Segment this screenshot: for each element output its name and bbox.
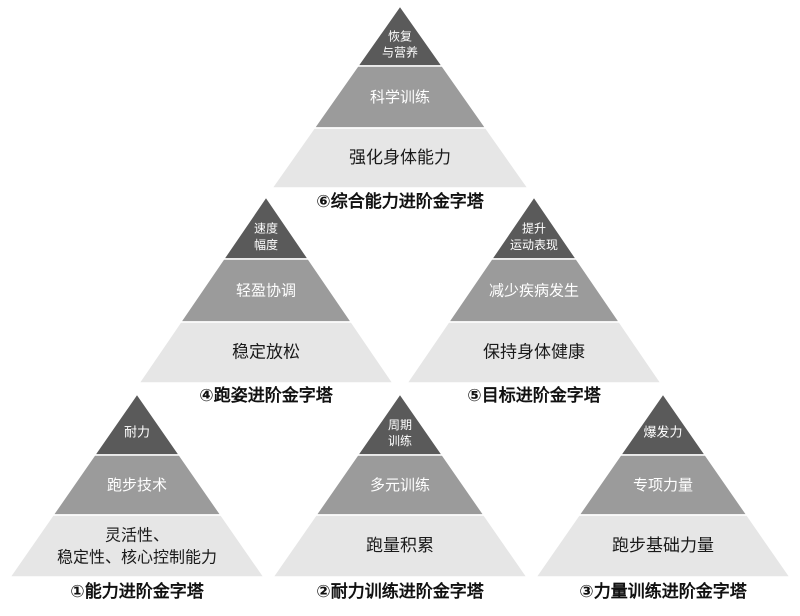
pyramid-p1-bottom-label-line: 灵活性、 <box>105 526 169 545</box>
pyramid-p4-bottom-label: 稳定放松 <box>232 343 300 363</box>
pyramid-p2-middle-label-line: 多元训练 <box>370 476 430 494</box>
pyramid-p3-bottom-tier <box>534 514 792 578</box>
pyramid-p3-bottom-label: 跑步基础力量 <box>612 536 714 556</box>
pyramid-p2-bottom-label: 跑量积累 <box>366 536 434 556</box>
pyramid-p1-top-label-line: 耐力 <box>124 426 150 441</box>
pyramid-p3-top-label: 爆发力 <box>643 425 682 441</box>
pyramid-p4-top-label-line: 幅度 <box>254 237 278 252</box>
pyramid-p1-bottom-tier <box>8 514 266 578</box>
pyramid-p4-top-label-line: 速度 <box>254 221 278 236</box>
pyramid-p5-bottom-tier <box>405 321 663 384</box>
pyramid-p6-top-label-line: 恢复 <box>388 29 412 43</box>
pyramid-p4-bottom-label-line: 稳定放松 <box>232 343 300 363</box>
pyramid-p1-middle-label-line: 跑步技术 <box>107 476 167 494</box>
pyramid-p6-caption: ⑥综合能力进阶金字塔 <box>316 192 484 212</box>
pyramid-p2-middle-label: 多元训练 <box>370 476 430 494</box>
pyramid-p2-top-label-line: 周期 <box>388 418 412 432</box>
pyramid-p5-caption: ⑤目标进阶金字塔 <box>467 386 601 406</box>
pyramid-p5-middle-label-line: 减少疾病发生 <box>489 282 579 300</box>
pyramid-p1-caption: ①能力进阶金字塔 <box>70 582 204 602</box>
pyramid-p5-middle-label: 减少疾病发生 <box>489 282 579 300</box>
pyramid-p6-middle-label: 科学训练 <box>370 88 430 106</box>
pyramid-p1-middle-label: 跑步技术 <box>107 476 167 494</box>
pyramid-p6-bottom-label-line: 强化身体能力 <box>349 148 451 168</box>
pyramid-p4-caption: ④跑姿进阶金字塔 <box>199 386 333 406</box>
pyramid-p3-top-label-line: 爆发力 <box>643 425 682 441</box>
pyramid-p2-bottom-tier <box>271 514 529 578</box>
pyramid-p6-middle-label-line: 科学训练 <box>370 88 430 106</box>
pyramid-p3-bottom-label-line: 跑步基础力量 <box>612 536 714 556</box>
pyramid-p5-bottom-label-line: 保持身体健康 <box>483 343 585 363</box>
pyramid-p5-top-label-line: 运动表现 <box>510 238 558 252</box>
pyramid-p3-middle-label-line: 专项力量 <box>633 476 693 494</box>
pyramid-p4-bottom-tier <box>137 321 395 384</box>
pyramid-p3-caption: ③力量训练进阶金字塔 <box>579 582 747 602</box>
pyramid-p1-bottom-label: 灵活性、稳定性、核心控制能力 <box>57 526 217 567</box>
pyramid-p2-bottom-label-line: 跑量积累 <box>366 536 434 556</box>
pyramid-p6-bottom-tier <box>270 127 530 189</box>
pyramid-p4-middle-label: 轻盈协调 <box>236 282 296 300</box>
pyramid-p6-bottom-label: 强化身体能力 <box>349 148 451 168</box>
pyramid-p5-bottom-label: 保持身体健康 <box>483 343 585 363</box>
pyramid-p5-top-label-line: 提升 <box>522 221 546 236</box>
pyramid-p2-top-label-line: 训练 <box>388 433 412 448</box>
pyramid-p1-top-label: 耐力 <box>124 426 150 441</box>
pyramid-p6-top-label-line: 与营养 <box>382 45 418 60</box>
pyramid-p3-middle-label: 专项力量 <box>633 476 693 494</box>
pyramid-p1-bottom-label-line: 稳定性、核心控制能力 <box>57 547 217 566</box>
pyramid-p4-middle-label-line: 轻盈协调 <box>236 282 296 300</box>
pyramid-p2-caption: ②耐力训练进阶金字塔 <box>316 582 484 602</box>
